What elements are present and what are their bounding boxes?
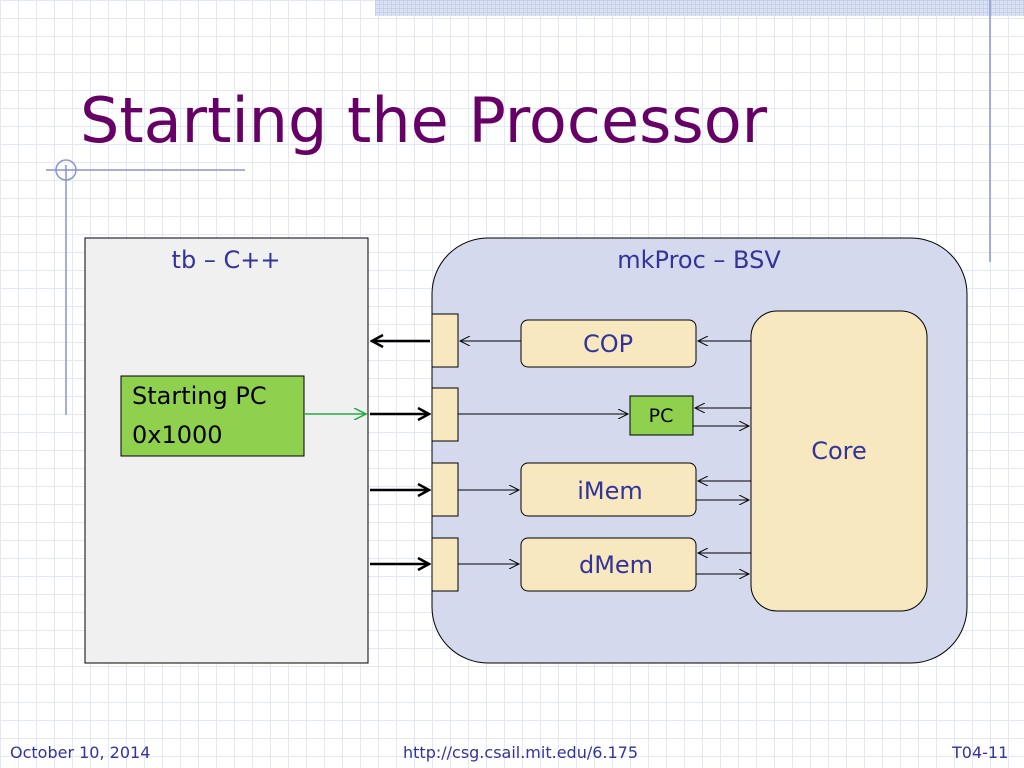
cop-label: COP — [583, 330, 633, 358]
decorative-top-band — [375, 0, 1024, 16]
port-pc — [431, 387, 459, 442]
pc-label: PC — [649, 405, 674, 427]
imem-label: iMem — [577, 477, 643, 505]
pc-box: PC — [629, 395, 694, 436]
dmem-box: dMem — [520, 537, 697, 592]
footer-date: October 10, 2014 — [10, 743, 151, 762]
core-box: Core — [750, 310, 928, 612]
port-dmem — [431, 537, 459, 592]
port-imem — [431, 462, 459, 517]
core-label: Core — [811, 437, 867, 465]
mkproc-label: mkProc – BSV — [617, 246, 781, 274]
footer-url: http://csg.csail.mit.edu/6.175 — [403, 743, 639, 762]
starting-pc-label: Starting PC — [132, 382, 267, 410]
port-cop — [431, 313, 459, 368]
cop-box: COP — [520, 319, 697, 368]
footer-slide-number: T04-11 — [952, 743, 1009, 762]
tb-label: tb – C++ — [172, 246, 281, 274]
starting-pc-value: 0x1000 — [132, 421, 223, 449]
dmem-label: dMem — [579, 551, 653, 579]
imem-box: iMem — [520, 462, 697, 517]
slide-title: Starting the Processor — [80, 84, 768, 157]
starting-pc-box: Starting PC 0x1000 — [120, 375, 305, 457]
